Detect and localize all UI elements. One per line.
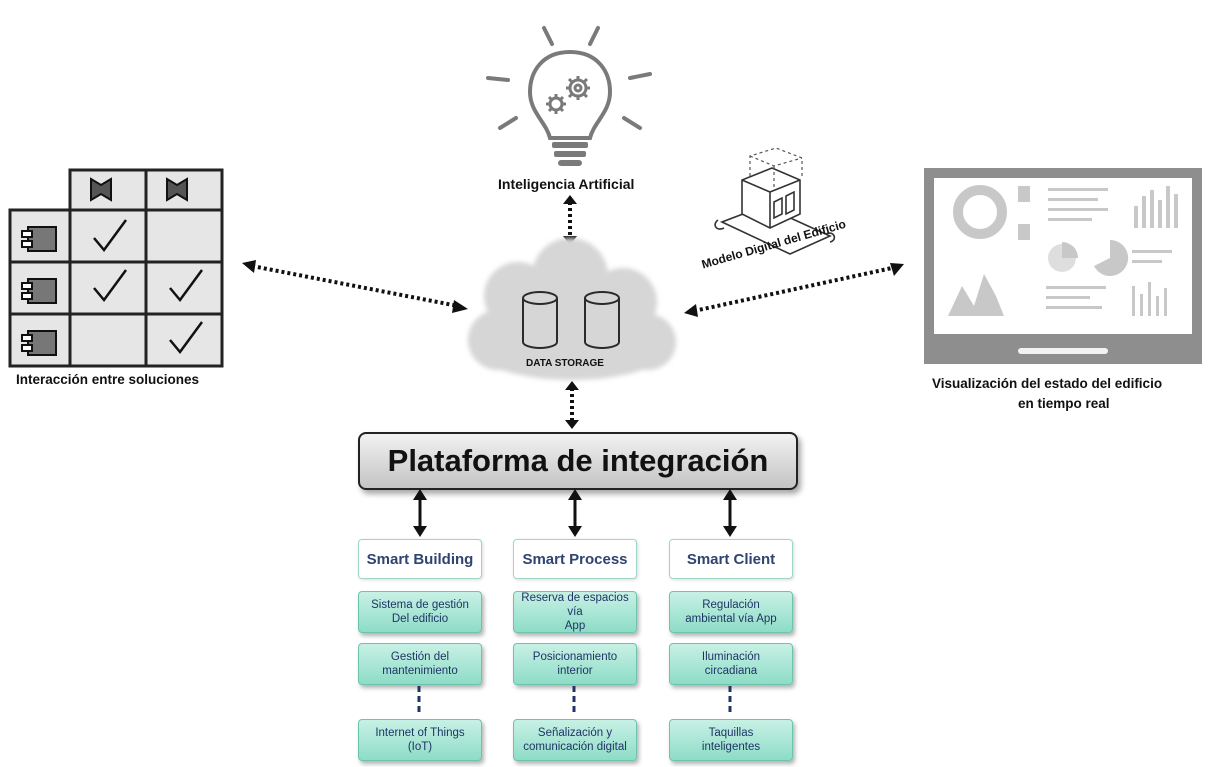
storage-platform-arrow: [565, 381, 579, 429]
check-icon: [169, 321, 204, 355]
interaction-label: Interacción entre soluciones: [16, 372, 200, 387]
more-items-connector: [572, 686, 576, 716]
solution-item: Regulación ambiental vía App: [669, 591, 793, 633]
solution-item: Posicionamiento interior: [513, 643, 637, 685]
platform-building-arrow: [413, 489, 427, 537]
integration-platform: Plataforma de integración: [358, 432, 798, 490]
ai-label: Inteligencia Artificial: [498, 176, 635, 192]
more-items-connector: [417, 686, 421, 716]
visualization-label-line2: en tiempo real: [1018, 396, 1110, 411]
database-icon: [584, 291, 620, 349]
category-smart-building: Smart Building: [358, 539, 482, 579]
solution-item: Iluminación circadiana: [669, 643, 793, 685]
check-icon: [93, 269, 128, 303]
component-icon: [21, 226, 57, 252]
category-smart-process: Smart Process: [513, 539, 637, 579]
platform-client-arrow: [723, 489, 737, 537]
component-icon: [21, 278, 57, 304]
check-icon: [169, 269, 204, 303]
matrix-table-icon: [8, 168, 224, 368]
building-model-icon: [714, 147, 836, 255]
solution-item: Gestión del mantenimiento: [358, 643, 482, 685]
storage-visualization-arrow: [684, 263, 904, 317]
interaction-storage-arrow: [242, 260, 468, 313]
check-icon: [93, 219, 128, 253]
more-items-connector: [728, 686, 732, 716]
solution-item: Señalización y comunicación digital: [513, 719, 637, 761]
dashboard-monitor-icon: [924, 168, 1202, 364]
solution-item: Taquillas inteligentes: [669, 719, 793, 761]
lightbulb-gears-icon: [486, 26, 652, 166]
bookmark-icon: [90, 177, 112, 202]
data-storage-label: DATA STORAGE: [526, 358, 604, 369]
visualization-label-line1: Visualización del estado del edificio: [932, 376, 1163, 391]
component-icon: [21, 330, 57, 356]
solution-item: Internet of Things (IoT): [358, 719, 482, 761]
solution-item: Reserva de espacios vía App: [513, 591, 637, 633]
category-smart-client: Smart Client: [669, 539, 793, 579]
database-icon: [522, 291, 558, 349]
platform-process-arrow: [568, 489, 582, 537]
solution-item: Sistema de gestión Del edificio: [358, 591, 482, 633]
bookmark-icon: [166, 177, 188, 202]
